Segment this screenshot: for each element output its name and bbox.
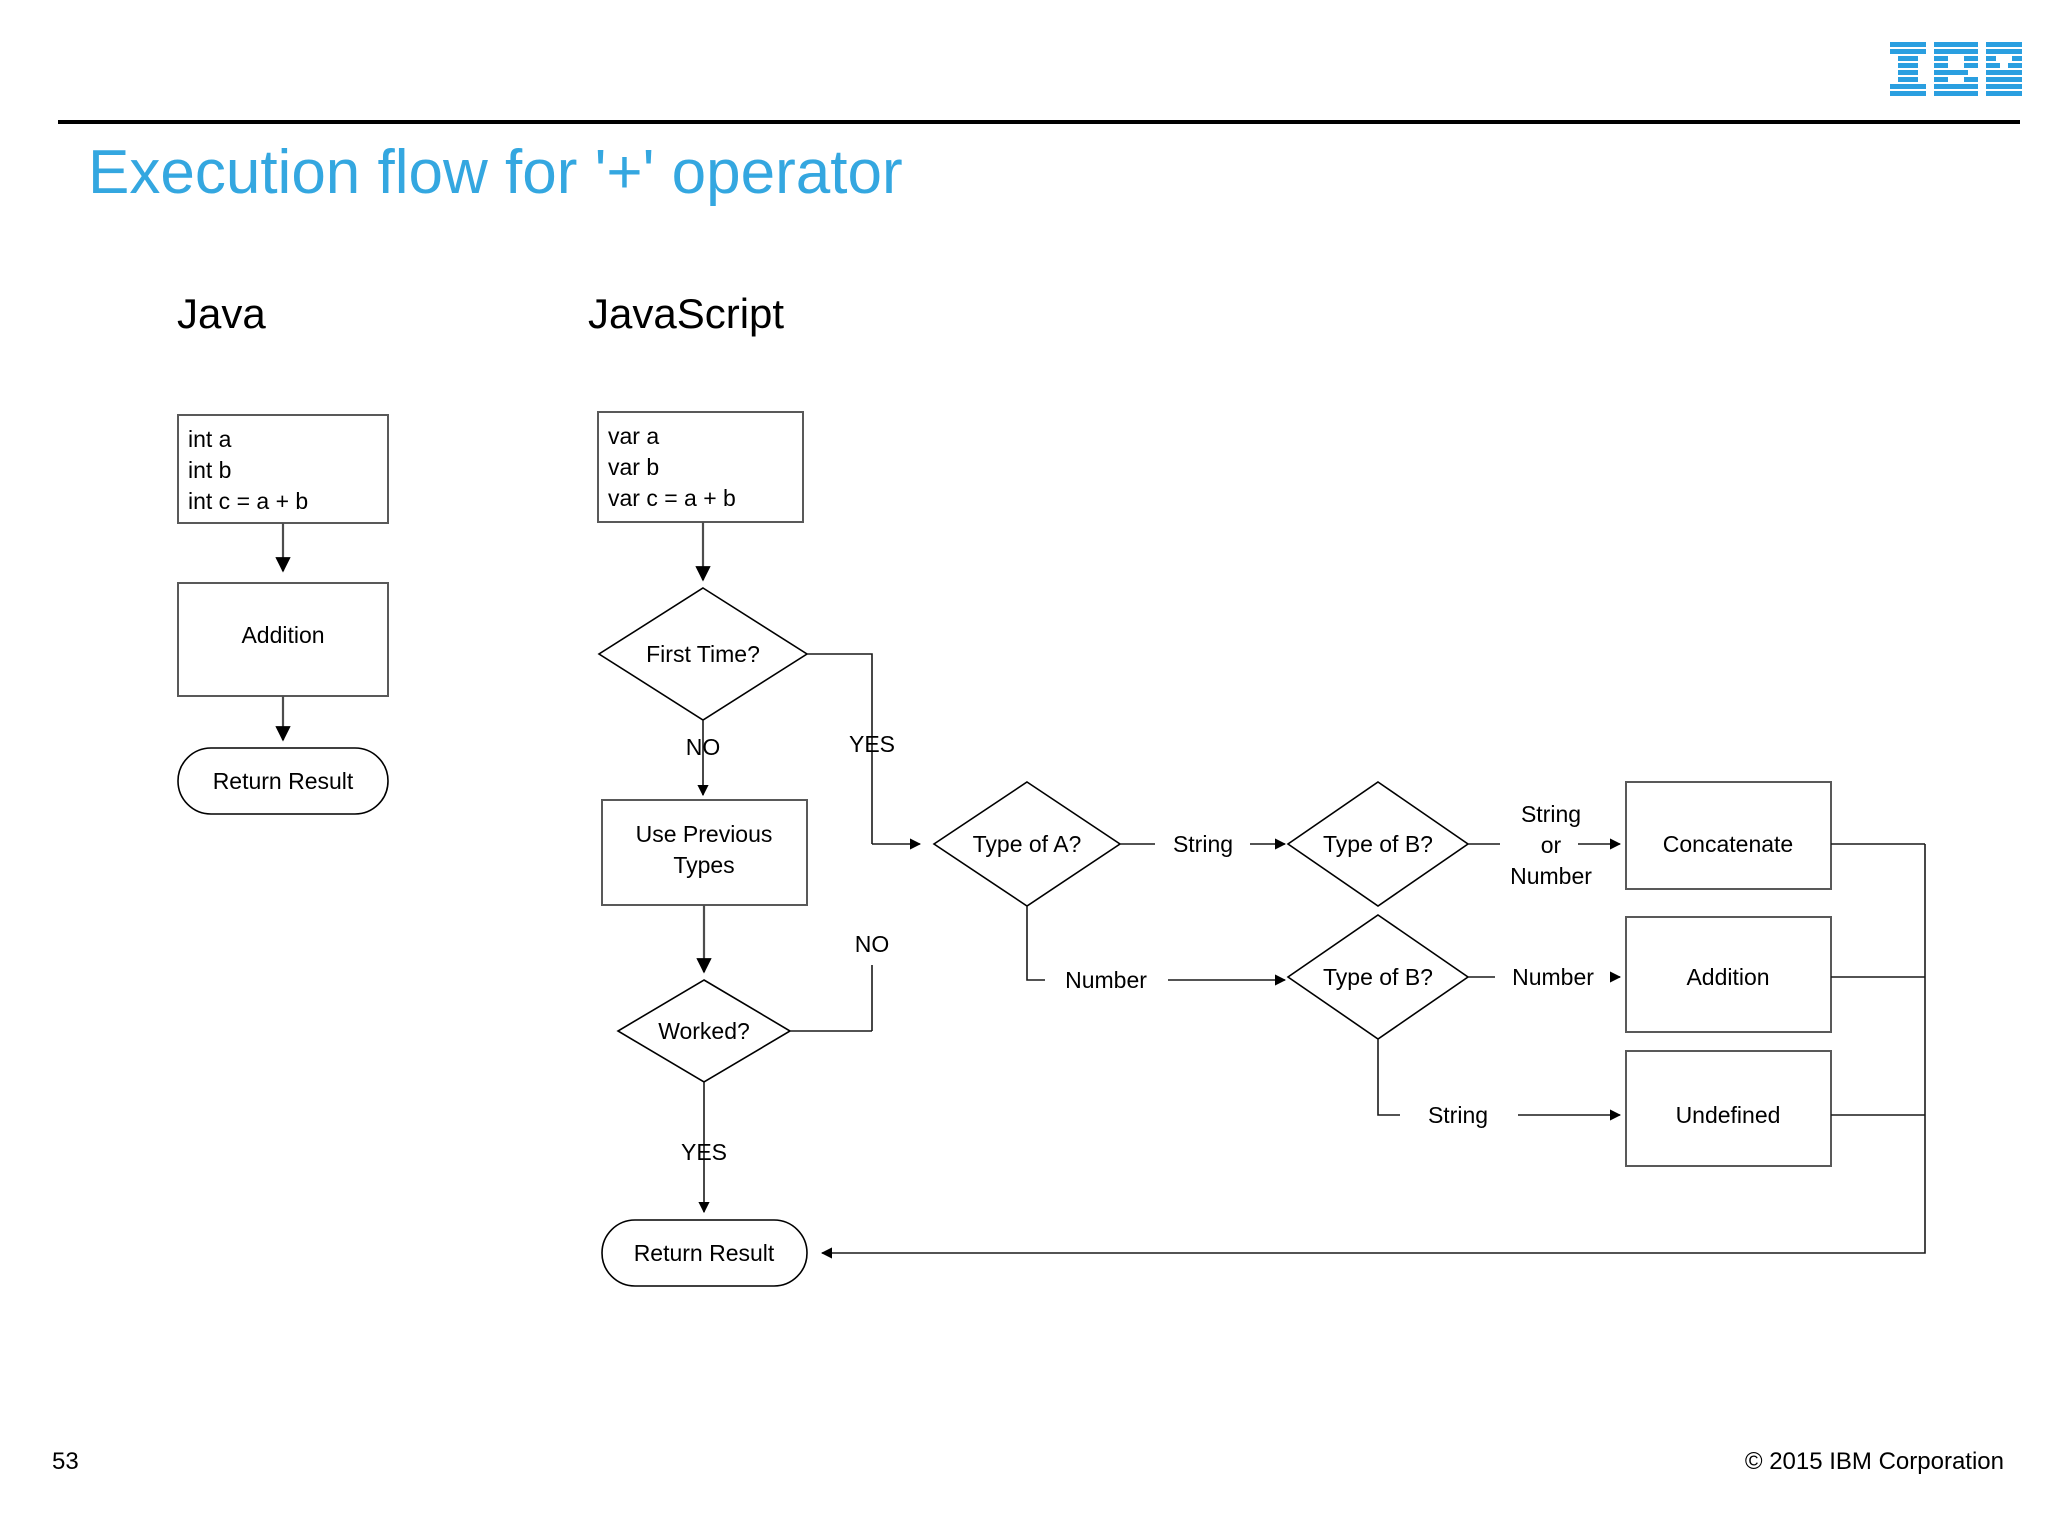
java-declaration-line-3: int c = a + b [188, 488, 308, 514]
js-use-previous-types-line-1: Use Previous [636, 821, 773, 847]
js-label-worked-no: NO [855, 931, 890, 957]
js-return-result-label: Return Result [634, 1240, 775, 1266]
js-decision-type-of-a-label: Type of A? [973, 831, 1082, 857]
js-connector-type-b-lower-string-left [1377, 1039, 1400, 1116]
js-decision-first-time-label: First Time? [646, 641, 760, 667]
js-label-first-time-yes: YES [849, 731, 895, 757]
js-declaration-line-3: var c = a + b [608, 485, 736, 511]
footer-page-number: 53 [52, 1448, 79, 1475]
js-connector-first-time-yes [807, 653, 873, 844]
js-declaration-line-1: var a [608, 423, 659, 449]
ibm-logo [1890, 42, 2022, 96]
js-declaration-line-2: var b [608, 454, 659, 480]
js-decision-worked-label: Worked? [658, 1018, 750, 1044]
js-label-type-a-string: String [1173, 831, 1233, 857]
column-heading-javascript: JavaScript [588, 290, 785, 337]
header-divider [58, 120, 2020, 124]
js-undefined-box [1625, 1050, 1832, 1167]
js-label-type-b-lower-string: String [1428, 1102, 1488, 1128]
js-declaration-box [597, 411, 804, 523]
js-return-loop-bus [820, 844, 1926, 1259]
java-return-result-terminator [177, 747, 389, 815]
column-heading-java: Java [177, 290, 266, 337]
java-declaration-box [177, 414, 389, 524]
java-addition-label: Addition [241, 622, 324, 648]
js-label-worked-yes: YES [681, 1139, 727, 1165]
java-return-result-label: Return Result [213, 768, 354, 794]
js-label-type-b-lower-number: Number [1512, 964, 1594, 990]
java-declaration-line-2: int b [188, 457, 231, 483]
js-decision-type-of-b-lower-label: Type of B? [1323, 964, 1433, 990]
js-label-type-b-upper-out-line-2: or [1541, 832, 1562, 858]
js-return-result-terminator [601, 1219, 808, 1287]
js-label-type-b-upper-out-line-1: String [1521, 801, 1581, 827]
js-addition-label: Addition [1686, 964, 1769, 990]
js-addition-box [1625, 916, 1832, 1033]
js-undefined-label: Undefined [1676, 1102, 1781, 1128]
java-declaration-line-1: int a [188, 426, 232, 452]
js-concatenate-box [1625, 781, 1832, 890]
footer-copyright: © 2015 IBM Corporation [1744, 1448, 2004, 1475]
js-label-first-time-no: NO [686, 734, 721, 760]
js-decision-type-of-b-upper [1286, 781, 1470, 907]
js-use-previous-types-box [601, 799, 808, 906]
js-use-previous-types-line-2: Types [673, 852, 734, 878]
js-concatenate-label: Concatenate [1663, 831, 1793, 857]
page-title: Execution flow for '+' operator [88, 138, 903, 207]
js-label-type-a-number: Number [1065, 967, 1147, 993]
js-decision-type-of-b-upper-label: Type of B? [1323, 831, 1433, 857]
js-label-type-b-upper-out-line-3: Number [1510, 863, 1592, 889]
js-connector-type-a-number-left [1026, 906, 1045, 981]
